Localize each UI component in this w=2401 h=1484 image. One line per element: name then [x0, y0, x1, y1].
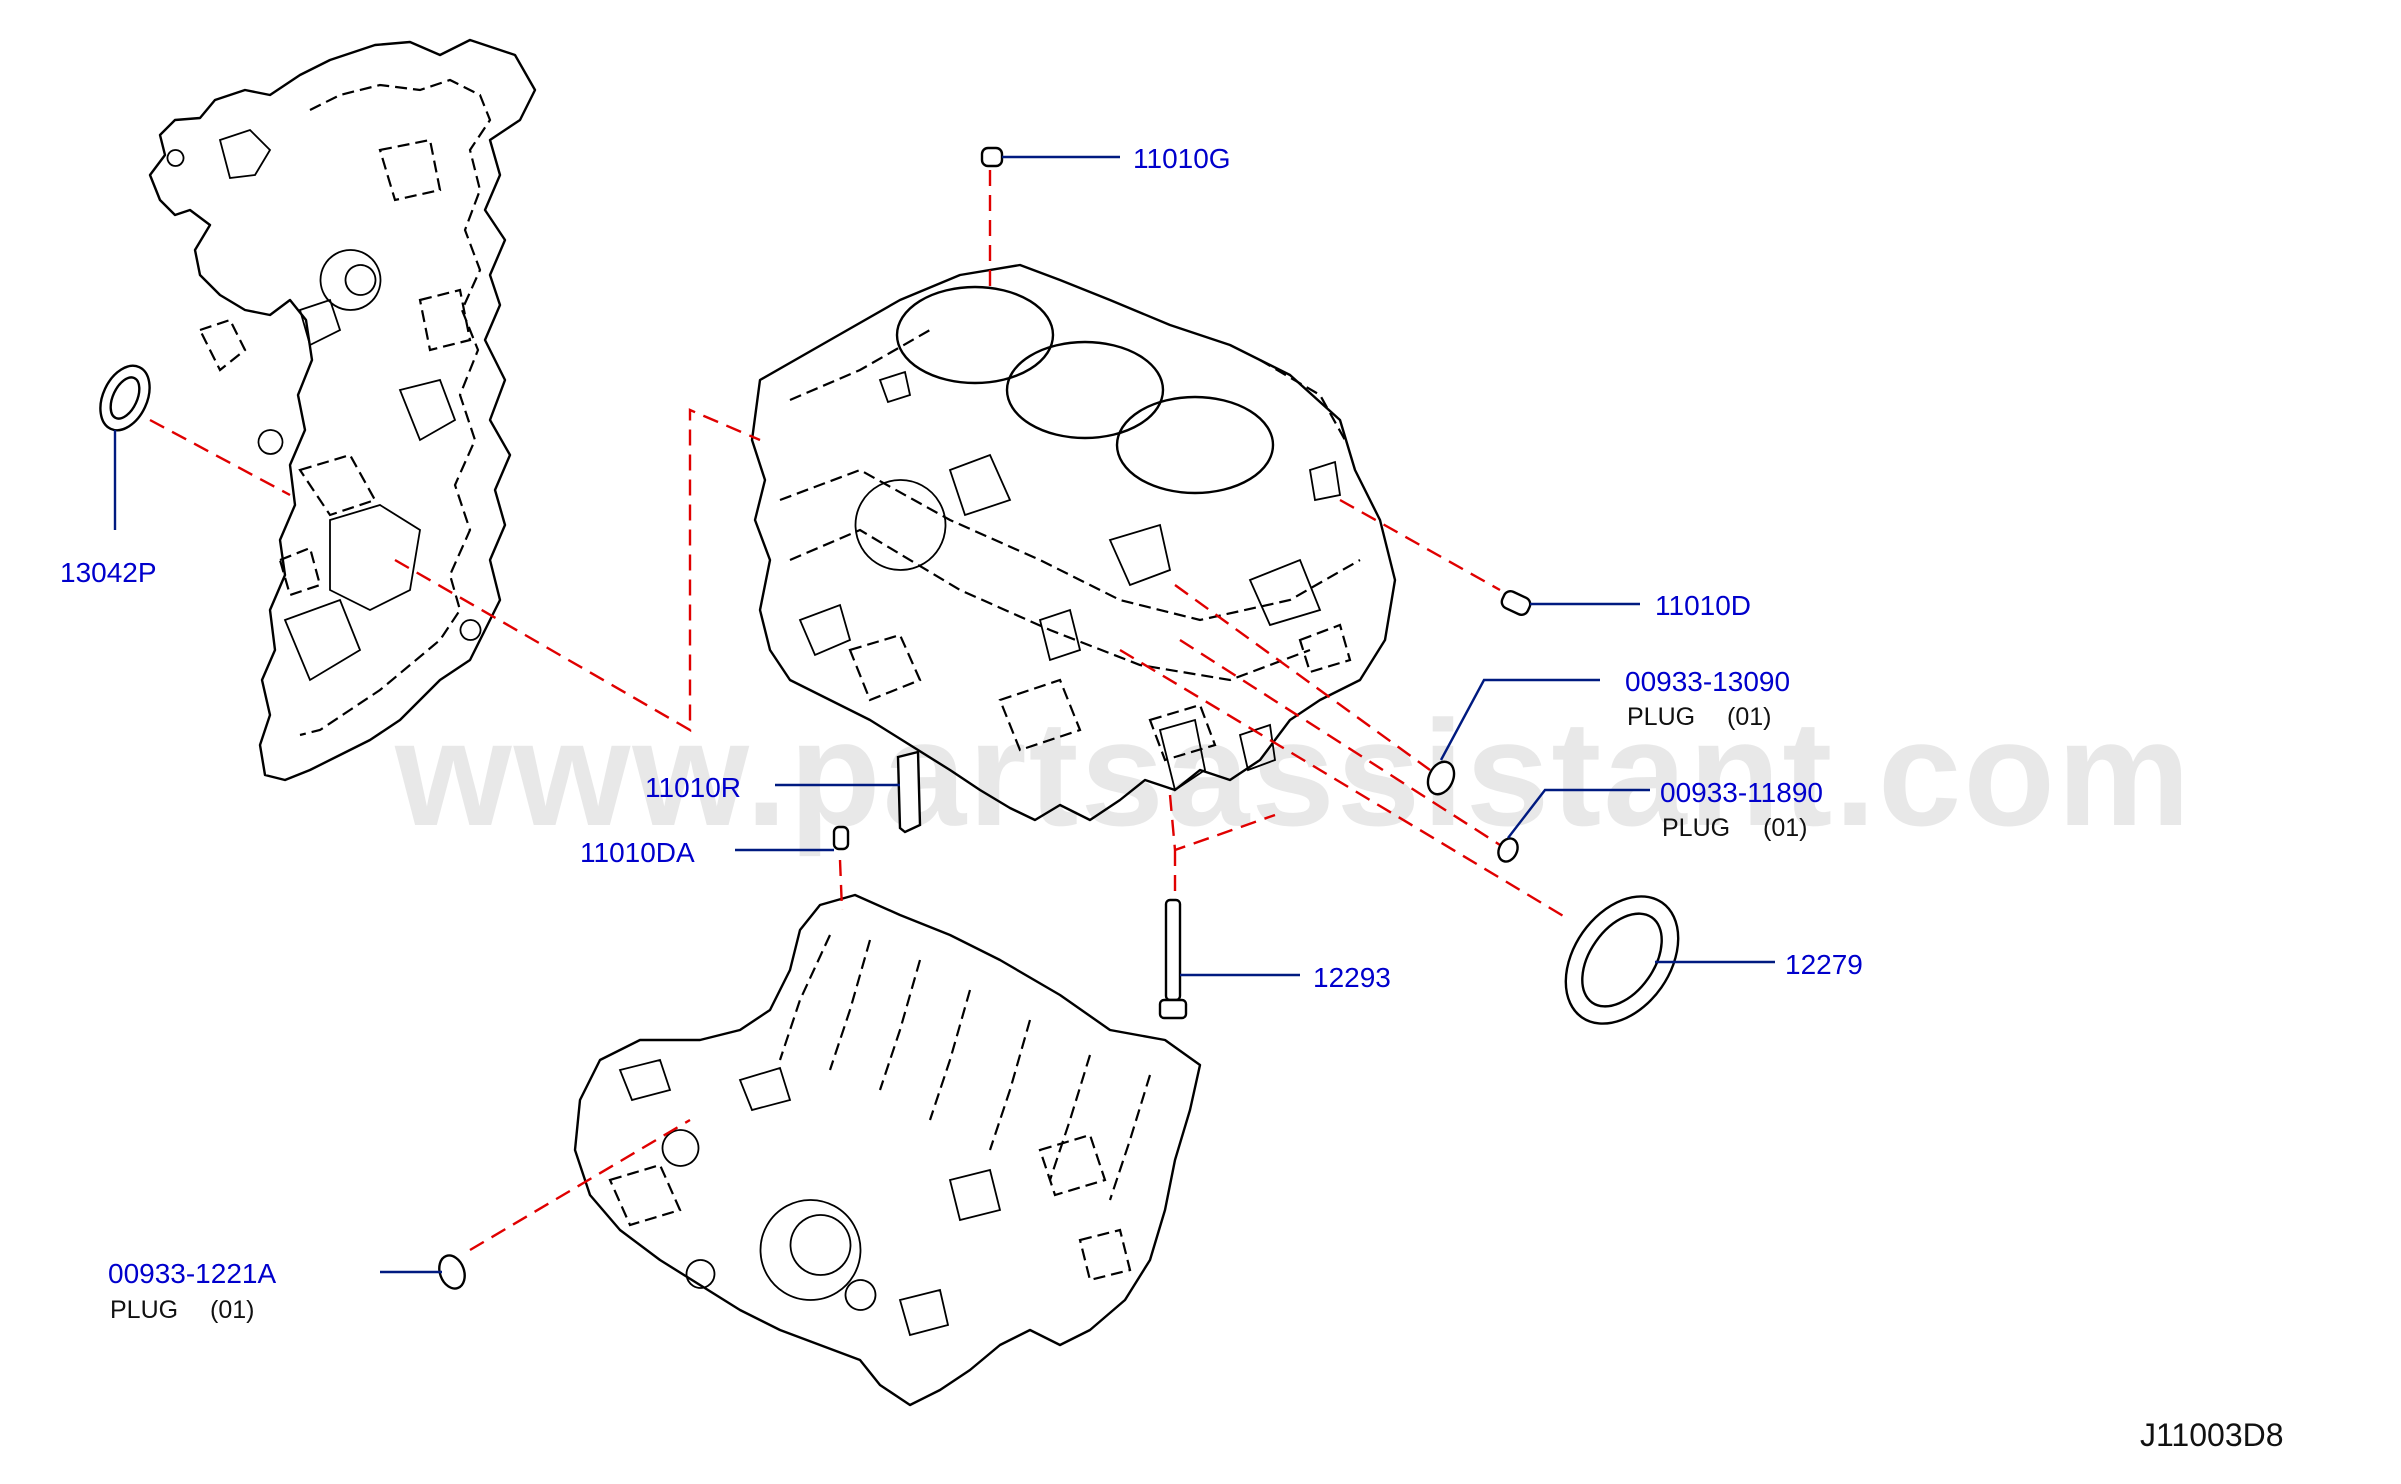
- callout-11010D[interactable]: 11010D: [1655, 590, 1751, 621]
- small-parts: [99, 146, 1680, 1290]
- explode-line-00933-13090: [1174, 584, 1431, 771]
- explode-line-12293: [1168, 794, 1276, 905]
- callout-labels: 11010G 11010D 13042P 00933-13090 PLUG (0…: [60, 143, 1863, 1324]
- explode-lines: [149, 170, 1571, 1252]
- lower-crankcase-illustration: [573, 893, 1202, 1407]
- callout-00933-1221A-qty: (01): [210, 1296, 254, 1324]
- dowel-11010DA-icon: [832, 825, 850, 851]
- explode-line-cover-to-block: [394, 408, 761, 733]
- callout-00933-13090[interactable]: 00933-13090: [1625, 666, 1790, 697]
- callout-00933-1221A-description: PLUG: [110, 1296, 178, 1324]
- callout-12293[interactable]: 12293: [1313, 962, 1391, 993]
- explode-line-11010D: [1339, 498, 1501, 592]
- callout-00933-11890-description: PLUG: [1662, 814, 1730, 842]
- callout-11010G[interactable]: 11010G: [1133, 143, 1231, 174]
- leader-00933-11890: [1507, 788, 1650, 839]
- plug-00933-11890-icon: [1497, 837, 1519, 863]
- plug-00933-1221A-icon: [438, 1254, 466, 1290]
- callout-11010R[interactable]: 11010R: [645, 772, 741, 803]
- tube-12293-icon: [1164, 898, 1182, 1002]
- callout-13042P[interactable]: 13042P: [60, 557, 157, 588]
- diagram-code: J11003D8: [2140, 1417, 2284, 1453]
- explode-line-00933-11890: [1179, 638, 1501, 847]
- tube-12293-head-icon: [1158, 998, 1188, 1020]
- callout-00933-11890[interactable]: 00933-11890: [1660, 777, 1823, 808]
- callout-00933-11890-qty: (01): [1763, 814, 1807, 842]
- explode-line-11010DA: [838, 859, 844, 911]
- explode-line-13042P: [149, 418, 291, 497]
- explode-line-12279: [1119, 648, 1571, 922]
- leader-lines: [113, 155, 1775, 1274]
- callout-00933-13090-qty: (01): [1727, 703, 1771, 731]
- front-cover-illustration: [148, 38, 537, 782]
- leader-00933-13090: [1439, 678, 1600, 761]
- oil-seal-12279-inner-icon: [1581, 912, 1663, 1008]
- dowel-11010G-icon: [980, 146, 1004, 168]
- callout-00933-1221A[interactable]: 00933-1221A: [108, 1258, 276, 1289]
- callout-12279[interactable]: 12279: [1785, 949, 1863, 980]
- watermark-text: www.partsassistant.com: [394, 689, 2192, 857]
- callout-00933-13090-description: PLUG: [1627, 703, 1695, 731]
- explode-line-00933-1221A: [469, 1118, 691, 1252]
- dowel-11010D-icon: [1500, 590, 1532, 616]
- insert-11010R-icon: [896, 750, 922, 834]
- plug-00933-13090-icon: [1426, 760, 1456, 796]
- seal-ring-13042P-inner-icon: [109, 376, 141, 420]
- callout-11010DA[interactable]: 11010DA: [580, 837, 695, 868]
- cylinder-block-illustration: [750, 263, 1397, 822]
